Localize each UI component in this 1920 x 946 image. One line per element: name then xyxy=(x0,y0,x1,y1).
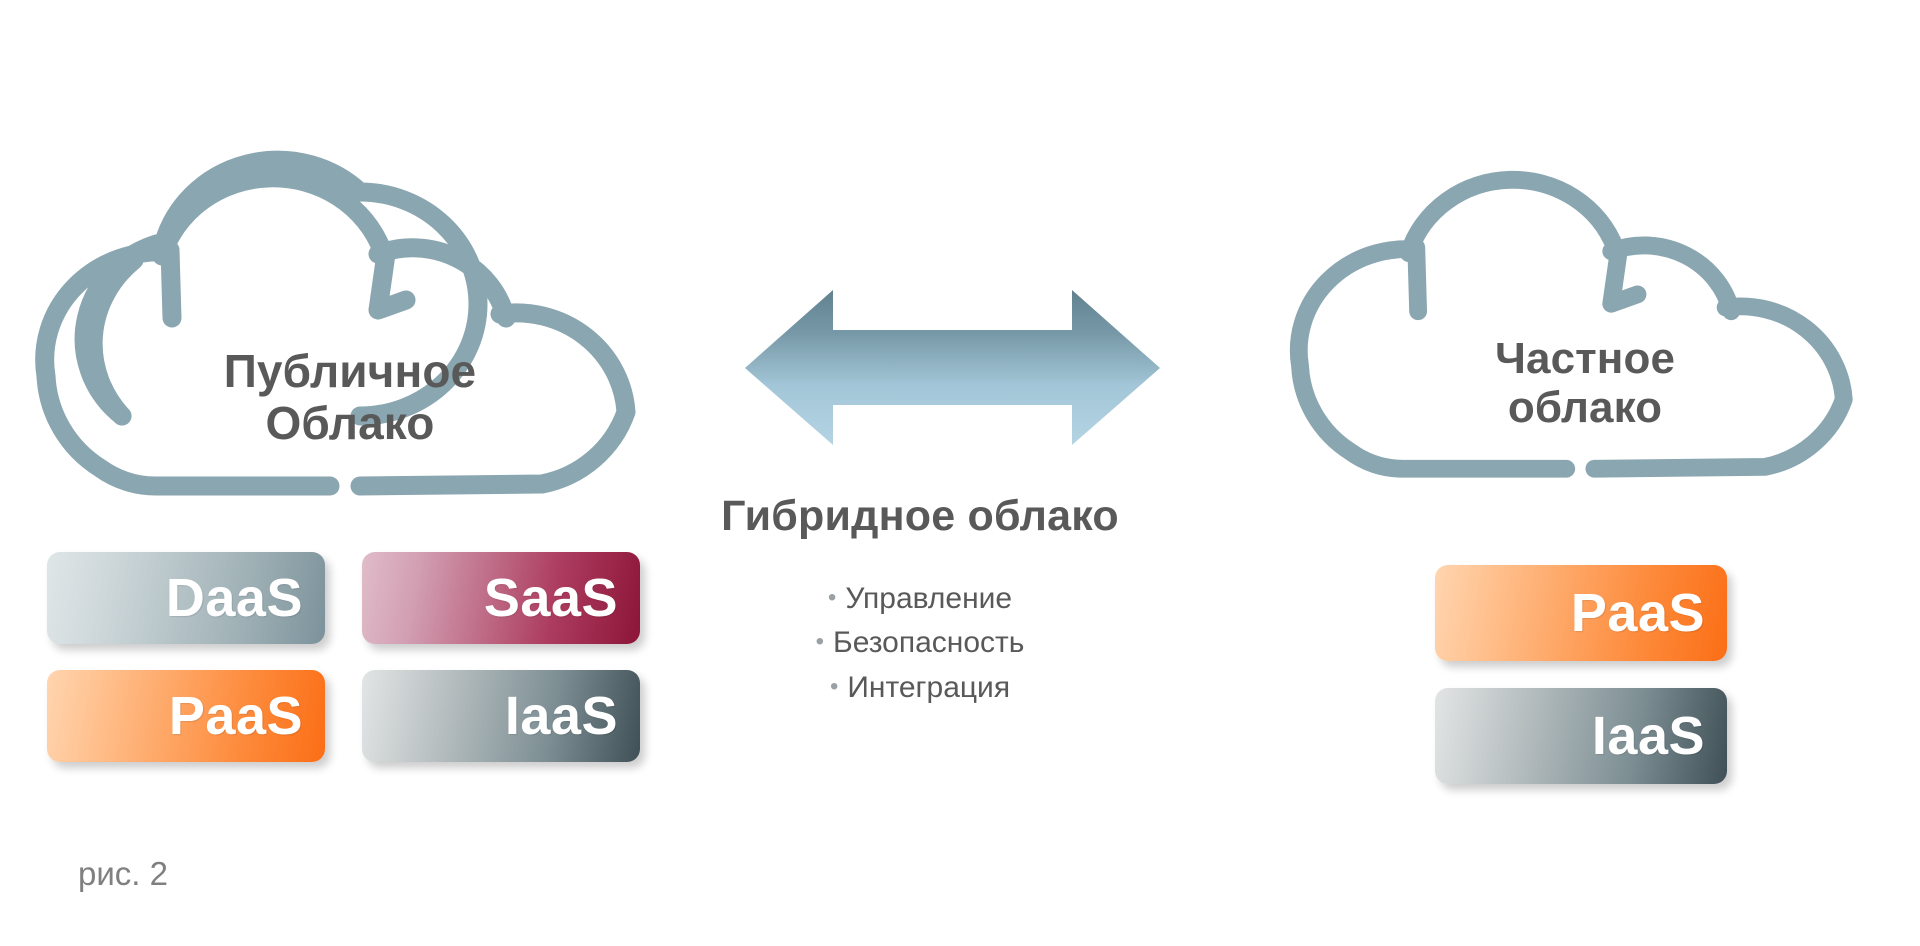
service-badge-label: IaaS xyxy=(504,686,618,746)
service-badge-saas[interactable]: SaaS xyxy=(362,552,640,644)
figure-caption: рис. 2 xyxy=(78,855,168,892)
service-badge-label: DaaS xyxy=(165,568,303,628)
hybrid-cloud-feature-list: • Управление • Безопасность • Интеграция xyxy=(620,577,1220,710)
list-item: • Безопасность xyxy=(620,621,1220,665)
service-badge-label: SaaS xyxy=(483,568,618,628)
service-badge-paas-private[interactable]: PaaS xyxy=(1435,565,1727,661)
bullet-dot-icon: • xyxy=(829,672,839,700)
cloud-outline-icon xyxy=(1289,170,1853,478)
service-badge-daas[interactable]: DaaS xyxy=(47,552,325,644)
service-badge-paas[interactable]: PaaS xyxy=(47,670,325,762)
double-headed-arrow-icon xyxy=(745,290,1160,445)
list-item-label: Интеграция xyxy=(847,670,1011,704)
list-item-label: Управление xyxy=(845,582,1013,615)
hybrid-cloud-title: Гибридное облако xyxy=(721,492,1119,540)
service-badge-label: IaaS xyxy=(1591,706,1705,766)
list-item-label: Безопасность xyxy=(833,626,1025,660)
service-badge-iaas[interactable]: IaaS xyxy=(362,670,640,762)
service-badge-iaas-private[interactable]: IaaS xyxy=(1435,688,1727,784)
service-badge-label: PaaS xyxy=(1570,583,1705,643)
private-cloud-group: Частное облако xyxy=(1285,150,1885,495)
bullet-dot-icon: • xyxy=(827,584,837,611)
list-item: • Интеграция xyxy=(620,666,1220,710)
public-cloud-group: Публичное Облако xyxy=(30,150,670,510)
service-badge-label: PaaS xyxy=(168,686,303,746)
list-item: • Управление xyxy=(620,577,1220,621)
bullet-dot-icon: • xyxy=(815,628,825,656)
cloud-outline-icon xyxy=(35,150,636,496)
